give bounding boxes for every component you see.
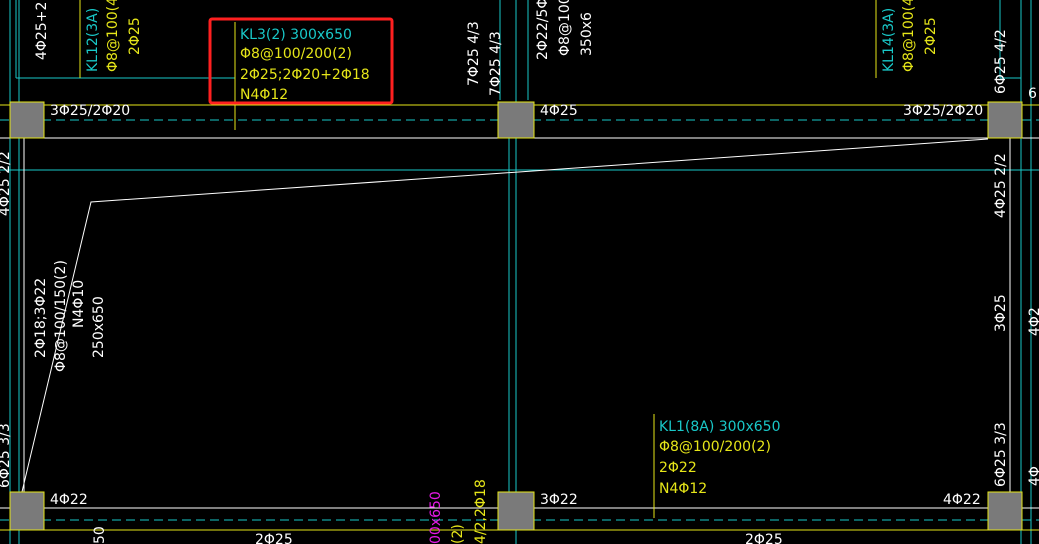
beam-edges (0, 104, 1039, 531)
kl3-stirrup-label: Φ8@100/200(2) (240, 46, 352, 62)
right-col-label-3: 6Φ25 3/3 (993, 422, 1009, 487)
top-mid-support-label: 4Φ25 (540, 103, 578, 119)
bot-right-support-label: 4Φ22 (943, 492, 981, 508)
kl1-stirrup-label: Φ8@100/200(2) (659, 439, 771, 455)
bot-fragment-6: 50 (92, 526, 108, 544)
kl3-highlight-box[interactable] (208, 17, 394, 105)
beam-centerlines (0, 119, 1039, 521)
upper-frame-lines (15, 0, 1021, 100)
kl14-stirrup-label: Φ8@100(4 (901, 0, 917, 72)
kl12-rebar-label: 2Φ25 (127, 17, 143, 55)
top-mid-fragment-2: 2Φ22/5Φ (535, 0, 551, 60)
top-mid-fragments: 7Φ25 4/3 7Φ25 4/3 2Φ22/5Φ Φ8@100 350x6 (466, 0, 595, 96)
columns[interactable] (9, 101, 1023, 531)
kl1-name-label: KL1(8A) 300x650 (659, 419, 780, 435)
right-column-annotations: 4Φ25 2/2 3Φ25 6Φ25 3/3 6Φ25 4/2 4Φ2 4Φ 6 (993, 29, 1039, 487)
bot-fragment-4: 00x650 (428, 491, 444, 544)
kl1-waist-label: N4Φ12 (659, 481, 707, 497)
leader-lines (79, 0, 877, 518)
kl3-rebar-label: 2Φ25;2Φ20+2Φ18 (240, 67, 370, 83)
right-col-label-4: 6Φ25 4/2 (993, 29, 1009, 94)
kl14-annotation: KL14(3A) Φ8@100(4 2Φ25 (881, 0, 939, 72)
top-right-fragment: 6 (1028, 86, 1037, 102)
top-left-fragment: 4Φ25+2 (34, 2, 50, 60)
bot-fragment-5: (2) (450, 524, 466, 544)
kl14-rebar-label: 2Φ25 (923, 17, 939, 55)
bot-span-label-2: 2Φ25 (745, 532, 783, 544)
bot-span-label-1: 2Φ25 (255, 532, 293, 544)
top-mid-fragment-3: Φ8@100 (557, 0, 573, 56)
slant-rebar-label: 2Φ18;3Φ22 (33, 278, 49, 358)
column-bottom-left[interactable] (9, 491, 45, 531)
kl12-annotation: KL12(3A) Φ8@100(4 2Φ25 (85, 0, 143, 72)
column-bottom-mid[interactable] (497, 491, 535, 531)
slant-size-label: 250x650 (91, 296, 107, 358)
column-bottom-right[interactable] (987, 491, 1023, 531)
column-top-mid[interactable] (497, 101, 535, 139)
top-left-support-label: 3Φ25/2Φ20 (50, 103, 130, 119)
bot-mid-support-label: 3Φ22 (540, 492, 578, 508)
right-col-label-1: 4Φ25 2/2 (993, 153, 1009, 218)
top-mid-fragment-1: 7Φ25 4/3 (466, 21, 482, 86)
slant-stirrup-label: Φ8@100/150(2) (53, 260, 69, 372)
kl12-stirrup-label: Φ8@100(4 (105, 0, 121, 72)
kl1-rebar-label: 2Φ22 (659, 460, 697, 476)
top-mid-fragment-1b: 7Φ25 4/3 (488, 31, 504, 96)
column-top-left[interactable] (9, 101, 45, 139)
bottom-fragments: 4/2,2Φ18 00x650 (2) 50 (92, 479, 489, 544)
column-top-right[interactable] (987, 101, 1023, 139)
slanted-beam-annotation: 250x650 N4Φ10 Φ8@100/150(2) 2Φ18;3Φ22 (33, 260, 107, 372)
left-col-label-2: 6Φ25 3/3 (0, 423, 13, 488)
left-col-label-1: 4Φ25 2/2 (0, 151, 13, 216)
right-col-label-2: 3Φ25 (993, 294, 1009, 332)
bot-left-support-label: 4Φ22 (50, 492, 88, 508)
kl12-name-label: KL12(3A) (85, 8, 101, 72)
left-column-annotations: 4Φ25 2/2 6Φ25 3/3 4Φ25+2 (0, 2, 50, 488)
top-right-support-label: 3Φ25/2Φ20 (903, 103, 983, 119)
bot-fragment-3: 4/2,2Φ18 (473, 479, 489, 544)
slanted-beam-outline (20, 138, 989, 497)
right-edge-label-1: 4Φ2 (1027, 307, 1039, 336)
right-edge-label-2: 4Φ (1027, 466, 1039, 486)
kl14-name-label: KL14(3A) (881, 8, 897, 72)
kl3-name-label: KL3(2) 300x650 (240, 27, 352, 43)
kl3-waist-label: N4Φ12 (240, 87, 288, 103)
top-mid-fragment-4: 350x6 (579, 12, 595, 56)
slant-waist-label: N4Φ10 (71, 280, 87, 328)
